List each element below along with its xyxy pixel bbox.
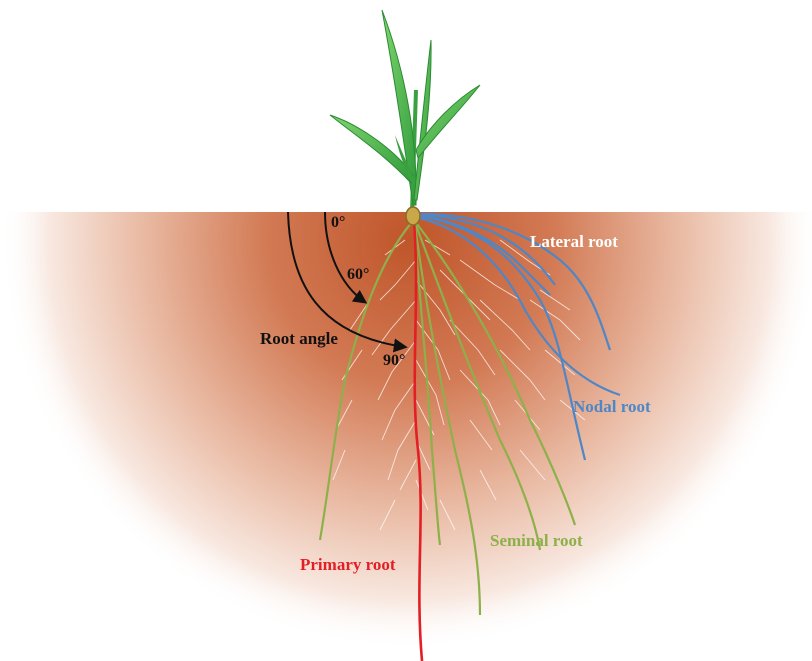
angle-60-label: 60° <box>347 266 369 283</box>
lateral-root-label: Lateral root <box>530 232 618 251</box>
root-angle-label: Root angle <box>260 329 338 348</box>
angle-90-label: 90° <box>383 352 405 369</box>
seed-icon <box>406 207 420 225</box>
primary-root-label: Primary root <box>300 555 396 574</box>
seminal-root-label: Seminal root <box>490 531 583 550</box>
nodal-root-label: Nodal root <box>573 397 651 416</box>
plant-shoot-icon <box>330 10 480 212</box>
angle-0-label: 0° <box>331 214 345 231</box>
